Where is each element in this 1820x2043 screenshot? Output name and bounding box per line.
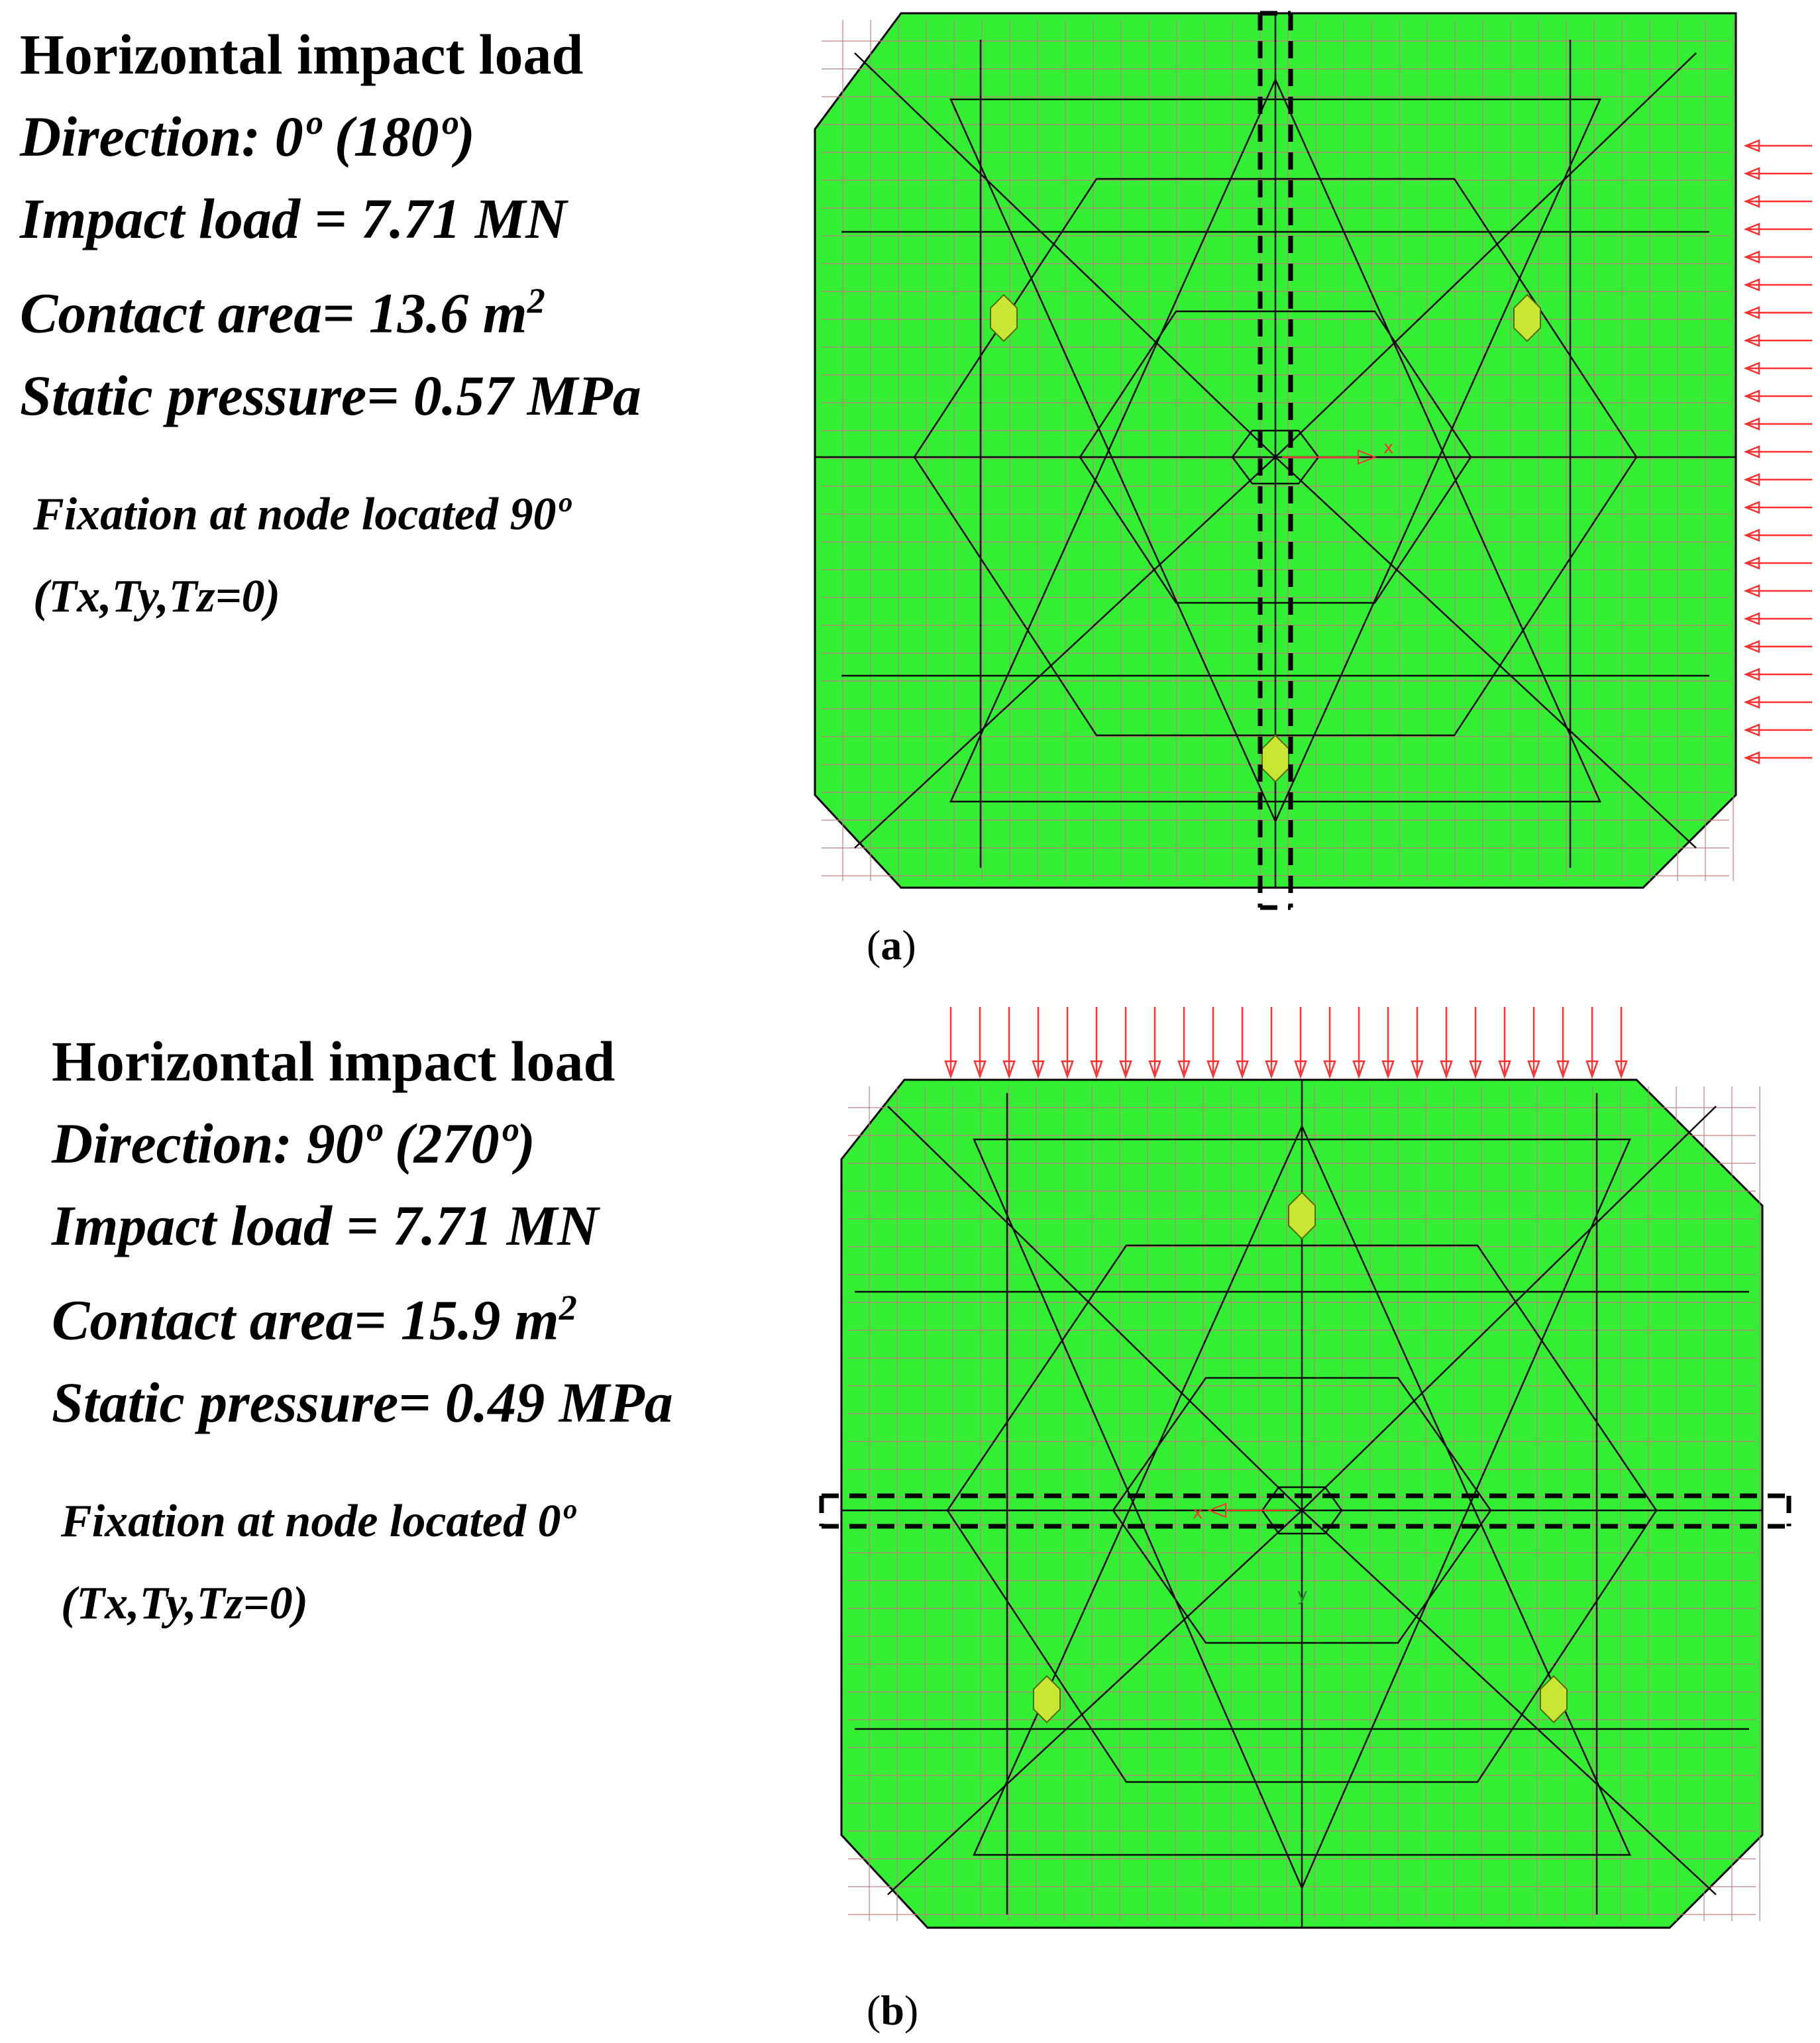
load-arrow-head (1743, 751, 1760, 764)
load-arrow-head (973, 1060, 987, 1079)
load-arrow-head (1743, 529, 1760, 542)
caption-a: (a) (867, 921, 916, 969)
load-arrow-head (1743, 195, 1760, 208)
load-arrow-head (1177, 1060, 1191, 1079)
load-arrow-head (1469, 1060, 1482, 1079)
load-arrow-head (1743, 167, 1760, 180)
load-arrow-head (1743, 668, 1760, 681)
impact-load-b: Impact load = 7.71 MN (52, 1194, 599, 1257)
load-arrow-head (1002, 1060, 1016, 1079)
load-arrows-a (1743, 139, 1812, 764)
fixation-dof-b: (Tx,Ty,Tz=0) (61, 1577, 308, 1629)
panel-b: Horizontal impact load Direction: 90º (2… (0, 1007, 1820, 2043)
support-node-a-right (1513, 293, 1541, 342)
support-nodes-a (990, 293, 1541, 783)
impact-load-a: Impact load = 7.71 MN (20, 187, 567, 250)
support-node-b-top (1288, 1191, 1316, 1240)
panel-a: Horizontal impact load Direction: 0º (18… (0, 0, 1820, 1007)
contact-area-a: Contact area= 13.6 m2 (20, 281, 545, 345)
load-arrow-head (1061, 1060, 1074, 1079)
load-arrow-head (1743, 362, 1760, 375)
mesh-lines-a (815, 13, 1736, 888)
load-arrow-head (1743, 417, 1760, 431)
load-arrow-head (1743, 556, 1760, 570)
load-description-a: Horizontal impact load Direction: 0º (18… (20, 13, 641, 638)
load-arrow-head (1743, 640, 1760, 653)
load-arrow-head (1498, 1060, 1511, 1079)
fixation-b: Fixation at node located 0º (61, 1495, 575, 1547)
dashed-strip-a (1258, 11, 1293, 910)
load-arrow-head (1090, 1060, 1103, 1079)
support-node-b-left (1033, 1675, 1061, 1724)
contact-area-b: Contact area= 15.9 m2 (52, 1288, 577, 1352)
load-arrow-head (1265, 1060, 1278, 1079)
load-arrow-head (1743, 250, 1760, 264)
load-arrow-head (1743, 445, 1760, 458)
load-arrow-head (1352, 1060, 1365, 1079)
direction-a: Direction: 0º (180º) (20, 105, 475, 168)
load-arrow-head (1743, 306, 1760, 319)
static-pressure-b: Static pressure= 0.49 MPa (52, 1370, 673, 1434)
load-arrow-head (1743, 390, 1760, 403)
load-arrow-head (1743, 334, 1760, 347)
axis-label-a: x (1383, 438, 1393, 458)
load-arrow-head (1148, 1060, 1161, 1079)
local-axis-b (1207, 1502, 1295, 1518)
load-arrow-head (1743, 278, 1760, 291)
load-arrow-head (944, 1060, 957, 1079)
dashed-strip-b (819, 1493, 1792, 1529)
static-pressure-a: Static pressure= 0.57 MPa (20, 363, 641, 427)
load-arrow-head (1206, 1060, 1220, 1079)
fixation-dof-a: (Tx,Ty,Tz=0) (33, 570, 280, 622)
load-arrow-head (1440, 1060, 1453, 1079)
axis-label-b: x (1193, 1503, 1203, 1523)
load-arrow-head (1294, 1060, 1307, 1079)
load-arrow-head (1743, 473, 1760, 486)
load-description-b: Horizontal impact load Direction: 90º (2… (52, 1020, 673, 1645)
heading-a: Horizontal impact load (20, 23, 584, 86)
load-arrow-head (1556, 1060, 1570, 1079)
load-arrow-head (1743, 223, 1760, 236)
load-arrow-head (1032, 1060, 1045, 1079)
fixation-a: Fixation at node located 90º (33, 488, 570, 540)
mesh-lines-b (841, 1080, 1762, 1928)
load-arrow-head (1743, 584, 1760, 598)
caption-b: (b) (867, 1987, 919, 2034)
load-arrow-head (1527, 1060, 1540, 1079)
load-arrow-head (1743, 696, 1760, 709)
load-arrow-head (1119, 1060, 1132, 1079)
load-arrow-head (1411, 1060, 1424, 1079)
load-arrow-head (1743, 612, 1760, 625)
load-arrow-head (1323, 1060, 1336, 1079)
fe-mesh-figure-b: x y (819, 1007, 1792, 1929)
local-axis-a (1282, 449, 1377, 465)
support-node-b-right (1540, 1675, 1568, 1724)
load-arrow-head (1743, 139, 1760, 152)
load-arrow-head (1743, 723, 1760, 737)
load-arrow-head (1615, 1060, 1628, 1079)
axis-label-b-y: y (1297, 1585, 1307, 1605)
load-arrow-head (1236, 1060, 1249, 1079)
support-node-a-left (990, 293, 1018, 342)
support-nodes-b (1033, 1191, 1568, 1724)
load-arrow-head (1585, 1060, 1599, 1079)
fe-mesh-figure-a: x (814, 11, 1812, 910)
heading-b: Horizontal impact load (52, 1029, 616, 1093)
load-arrows-b (944, 1007, 1628, 1079)
load-arrow-head (1381, 1060, 1395, 1079)
direction-b: Direction: 90º (270º) (52, 1112, 535, 1175)
load-arrow-head (1743, 501, 1760, 514)
